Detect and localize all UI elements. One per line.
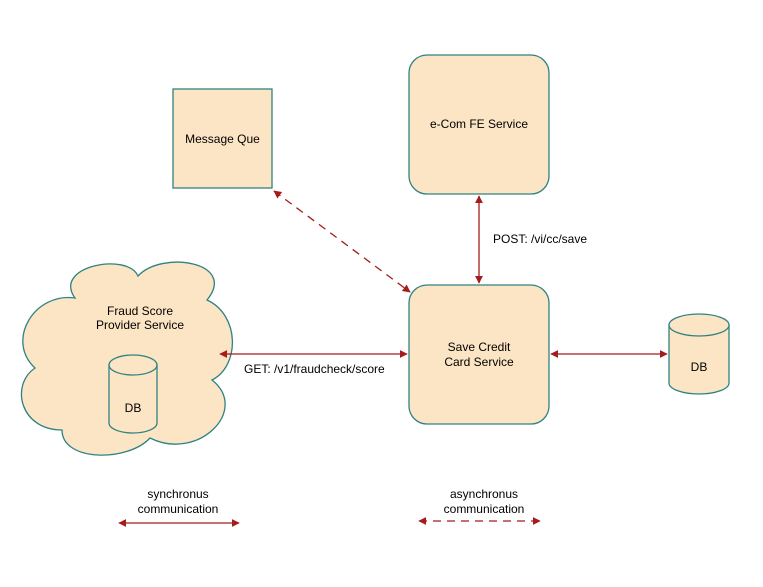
fraud-score-label-line1: Fraud Score [107,304,173,318]
legend-async-label-line2: communication [444,502,525,516]
post-arrow-label: POST: /vi/cc/save [493,232,587,246]
ecom-fe-service-node [408,54,550,195]
save-credit-card-service-node [408,284,550,425]
save-credit-card-label-line2: Card Service [444,355,514,369]
fraud-db-cylinder [108,354,158,434]
message-que-node [172,88,273,189]
save-credit-card-label-line1: Save Credit [448,340,511,354]
db-right-label: DB [691,360,708,374]
fraud-score-label-line2: Provider Service [96,318,184,332]
get-arrow-label: GET: /v1/fraudcheck/score [244,362,385,376]
ecom-fe-service-label: e-Com FE Service [430,117,528,131]
fraud-db-label: DB [125,401,142,415]
legend-async-label-line1: asynchronus [450,487,518,501]
async-message-arrow [273,190,411,293]
legend-sync-label-line2: communication [138,502,219,516]
message-que-label: Message Que [185,132,260,146]
db-right-cylinder [668,313,730,395]
legend-sync-label-line1: synchronus [147,487,208,501]
